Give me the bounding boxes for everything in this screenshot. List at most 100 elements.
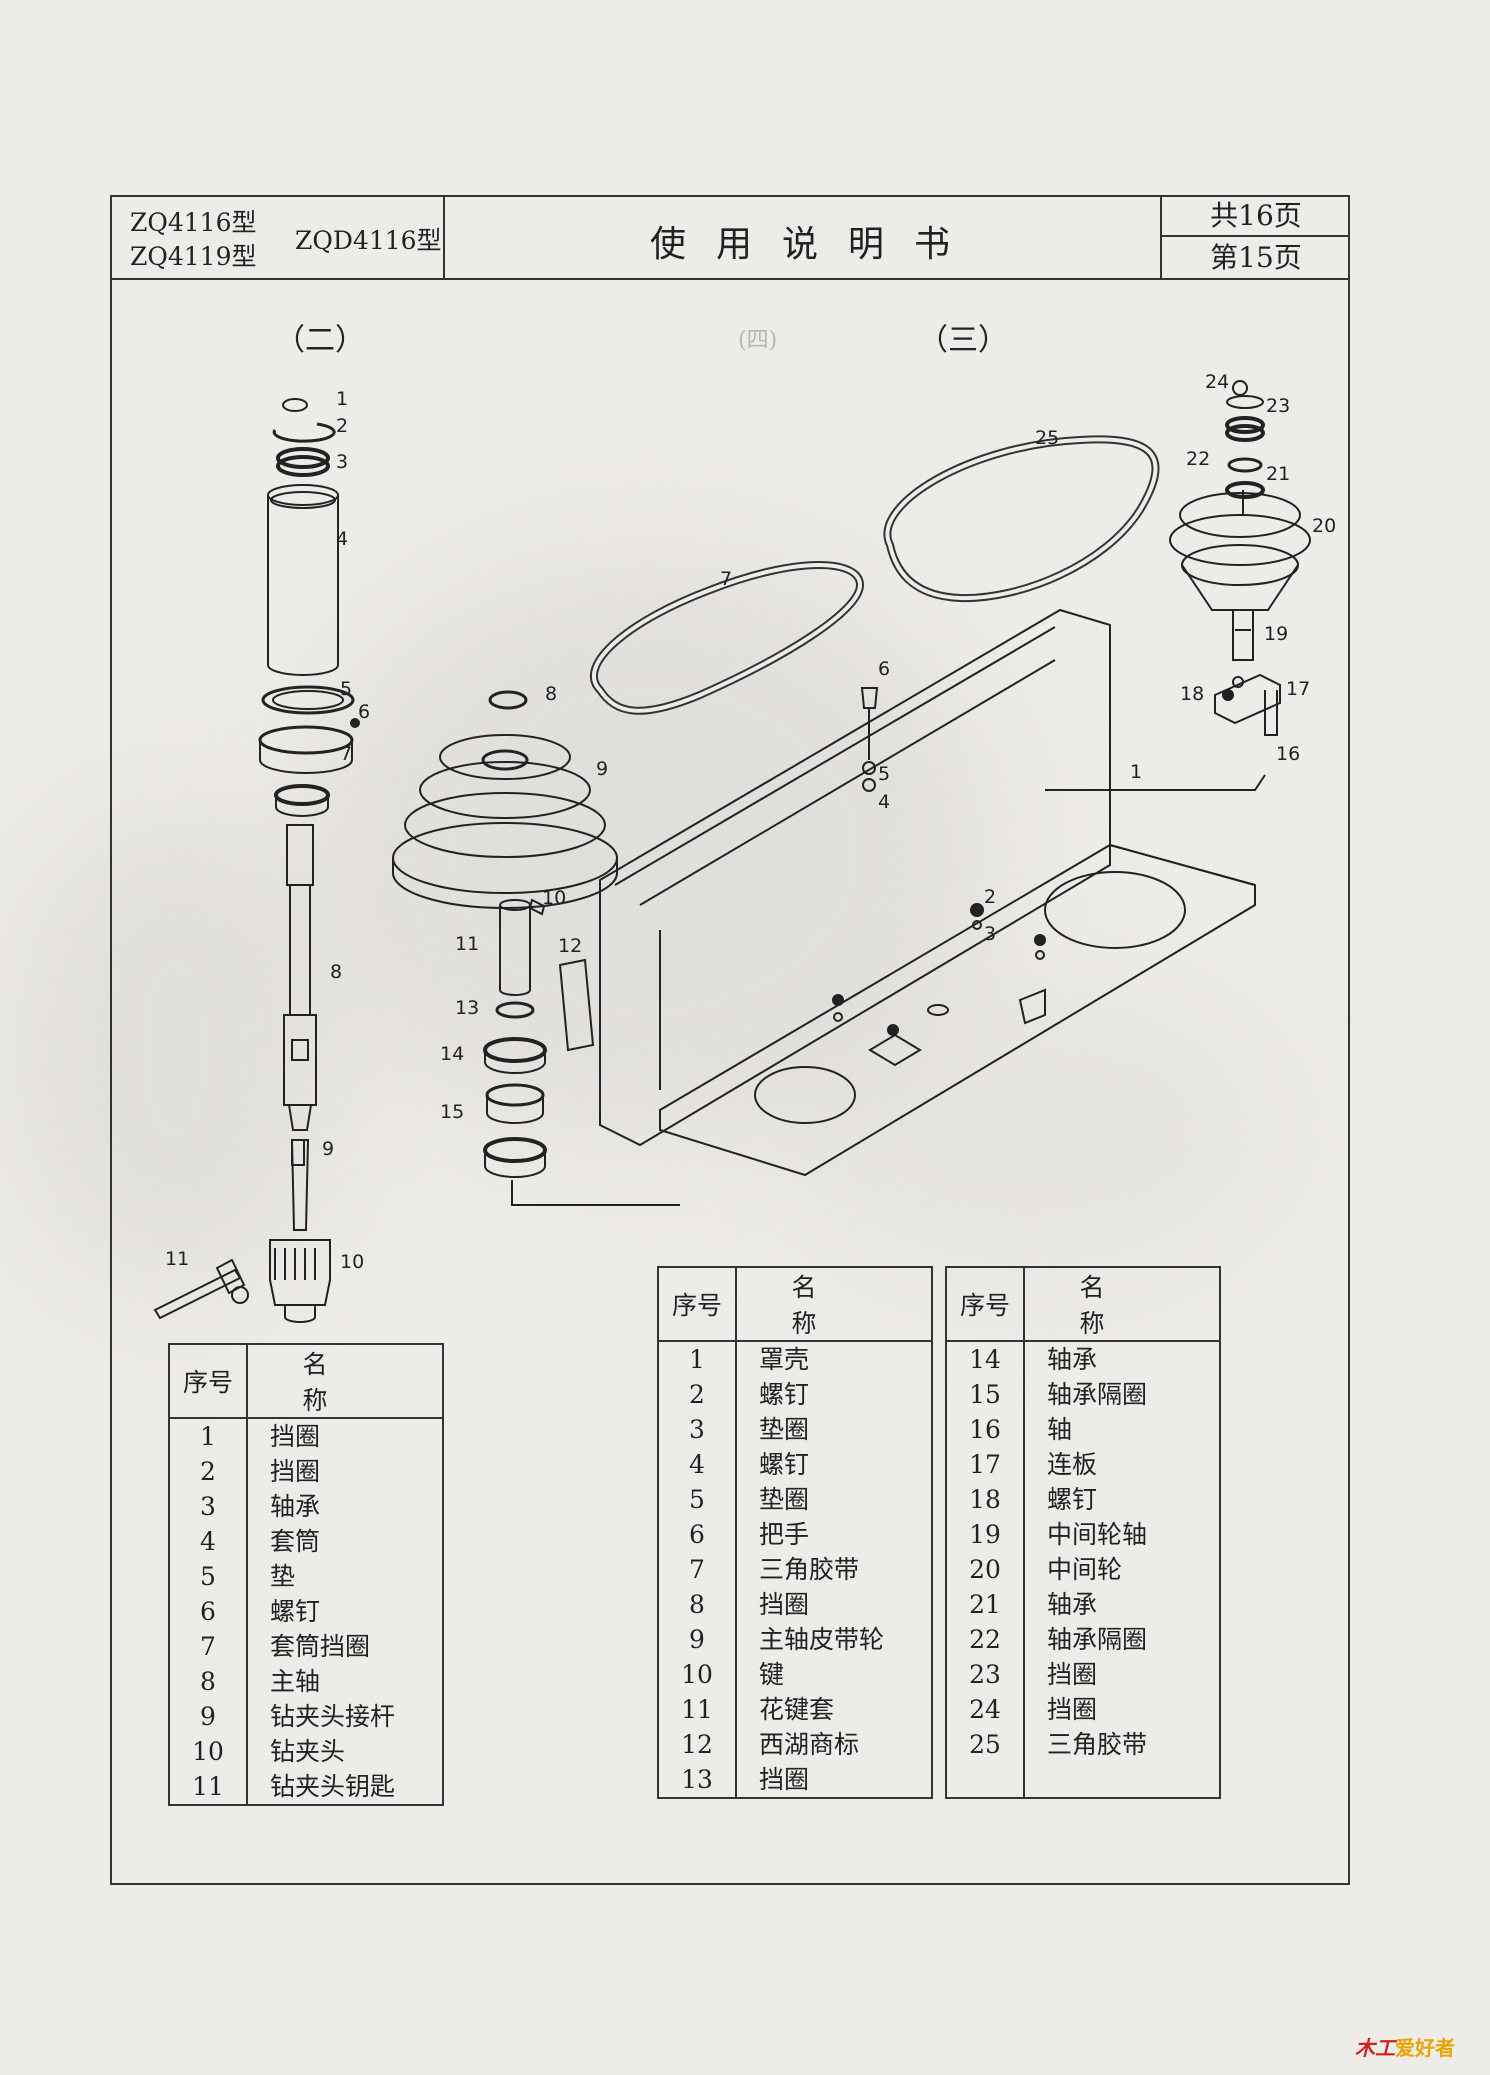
page-title: 使用说明书 — [650, 224, 981, 265]
part-name: 垫圈 — [759, 1415, 810, 1444]
part-name: 中间轮 — [1047, 1555, 1123, 1584]
column-header-number: 序号 — [169, 1344, 248, 1419]
part-number: 6 — [658, 1517, 737, 1552]
part-number: 19 — [946, 1517, 1025, 1552]
part-number: 2 — [169, 1454, 248, 1489]
part-name: 轴 — [1047, 1415, 1073, 1444]
page-frame — [110, 195, 1350, 1885]
part-name: 挡圈 — [759, 1590, 810, 1619]
part-name: 中间轮轴 — [1047, 1520, 1148, 1549]
part-name: 钻夹头钥匙 — [270, 1772, 396, 1801]
part-name: 键 — [759, 1660, 785, 1689]
empty-cell — [946, 1762, 1025, 1798]
table-row-empty — [946, 1762, 1220, 1798]
part-number: 10 — [169, 1734, 248, 1769]
part-name: 把手 — [759, 1520, 810, 1549]
empty-cell — [1024, 1762, 1220, 1798]
table-row: 15 轴承隔圈 — [946, 1377, 1220, 1412]
column-header-name: 名 称 — [736, 1267, 932, 1342]
part-name: 主轴 — [270, 1667, 321, 1696]
column-header-number: 序号 — [658, 1267, 737, 1342]
part-name: 主轴皮带轮 — [759, 1625, 885, 1654]
part-number: 3 — [169, 1489, 248, 1524]
table-row: 10 钻夹头 — [169, 1734, 443, 1769]
part-name: 挡圈 — [270, 1457, 321, 1486]
column-header-name: 名 称 — [1024, 1267, 1220, 1342]
part-name: 挡圈 — [270, 1422, 321, 1451]
current-page: 第15页 — [1160, 237, 1350, 279]
part-name: 西湖商标 — [759, 1730, 860, 1759]
part-name: 垫圈 — [759, 1485, 810, 1514]
part-number: 21 — [946, 1587, 1025, 1622]
part-name: 花键套 — [759, 1695, 835, 1724]
table-header-row: 序号 名 称 — [169, 1344, 443, 1419]
model-zq4119: ZQ4119型 — [130, 242, 257, 271]
part-number: 12 — [658, 1727, 737, 1762]
model-zqd4116: ZQD4116型 — [295, 226, 442, 255]
model-cell: ZQ4116型 ZQ4119型 ZQD4116型 — [110, 195, 445, 278]
part-number: 8 — [658, 1587, 737, 1622]
total-pages: 共16页 — [1160, 195, 1350, 237]
part-number: 8 — [169, 1664, 248, 1699]
table-row: 2 挡圈 — [169, 1454, 443, 1489]
table-header-row: 序号 名 称 — [946, 1267, 1220, 1342]
part-name: 挡圈 — [1047, 1695, 1098, 1724]
table-row: 22 轴承隔圈 — [946, 1622, 1220, 1657]
part-number: 17 — [946, 1447, 1025, 1482]
part-number: 15 — [946, 1377, 1025, 1412]
part-name: 三角胶带 — [1047, 1730, 1148, 1759]
part-number: 6 — [169, 1594, 248, 1629]
column-header-number: 序号 — [946, 1267, 1025, 1342]
part-number: 22 — [946, 1622, 1025, 1657]
part-number: 7 — [169, 1629, 248, 1664]
part-number: 23 — [946, 1657, 1025, 1692]
part-name: 挡圈 — [1047, 1660, 1098, 1689]
part-name: 套筒挡圈 — [270, 1632, 371, 1661]
table-row: 20 中间轮 — [946, 1552, 1220, 1587]
part-number: 25 — [946, 1727, 1025, 1762]
part-number: 9 — [169, 1699, 248, 1734]
part-number: 1 — [658, 1341, 737, 1377]
part-number: 5 — [658, 1482, 737, 1517]
part-name: 轴承隔圈 — [1047, 1380, 1148, 1409]
part-number: 24 — [946, 1692, 1025, 1727]
part-name: 钻夹头 — [270, 1737, 346, 1766]
part-name: 轴承 — [1047, 1345, 1098, 1374]
table-row: 9 主轴皮带轮 — [658, 1622, 932, 1657]
part-number: 14 — [946, 1341, 1025, 1377]
part-name: 挡圈 — [759, 1765, 810, 1794]
part-name: 三角胶带 — [759, 1555, 860, 1584]
part-number: 11 — [169, 1769, 248, 1805]
table-row: 17 连板 — [946, 1447, 1220, 1482]
part-number: 10 — [658, 1657, 737, 1692]
bleed-through-label: (四) — [738, 328, 778, 353]
table-row: 3 轴承 — [169, 1489, 443, 1524]
part-name: 螺钉 — [759, 1380, 810, 1409]
part-name: 连板 — [1047, 1450, 1098, 1479]
part-number: 20 — [946, 1552, 1025, 1587]
table-row: 10 键 — [658, 1657, 932, 1692]
part-number: 18 — [946, 1482, 1025, 1517]
part-name: 轴承 — [270, 1492, 321, 1521]
part-number: 2 — [658, 1377, 737, 1412]
part-name: 轴承隔圈 — [1047, 1625, 1148, 1654]
table-row: 12 西湖商标 — [658, 1727, 932, 1762]
part-number: 4 — [658, 1447, 737, 1482]
table-row: 24 挡圈 — [946, 1692, 1220, 1727]
table-header-row: 序号 名 称 — [658, 1267, 932, 1342]
model-zq4116: ZQ4116型 — [130, 208, 257, 237]
part-name: 垫 — [270, 1562, 296, 1591]
table-row: 25 三角胶带 — [946, 1727, 1220, 1762]
table-row: 7 套筒挡圈 — [169, 1629, 443, 1664]
table-row: 6 把手 — [658, 1517, 932, 1552]
part-number: 9 — [658, 1622, 737, 1657]
